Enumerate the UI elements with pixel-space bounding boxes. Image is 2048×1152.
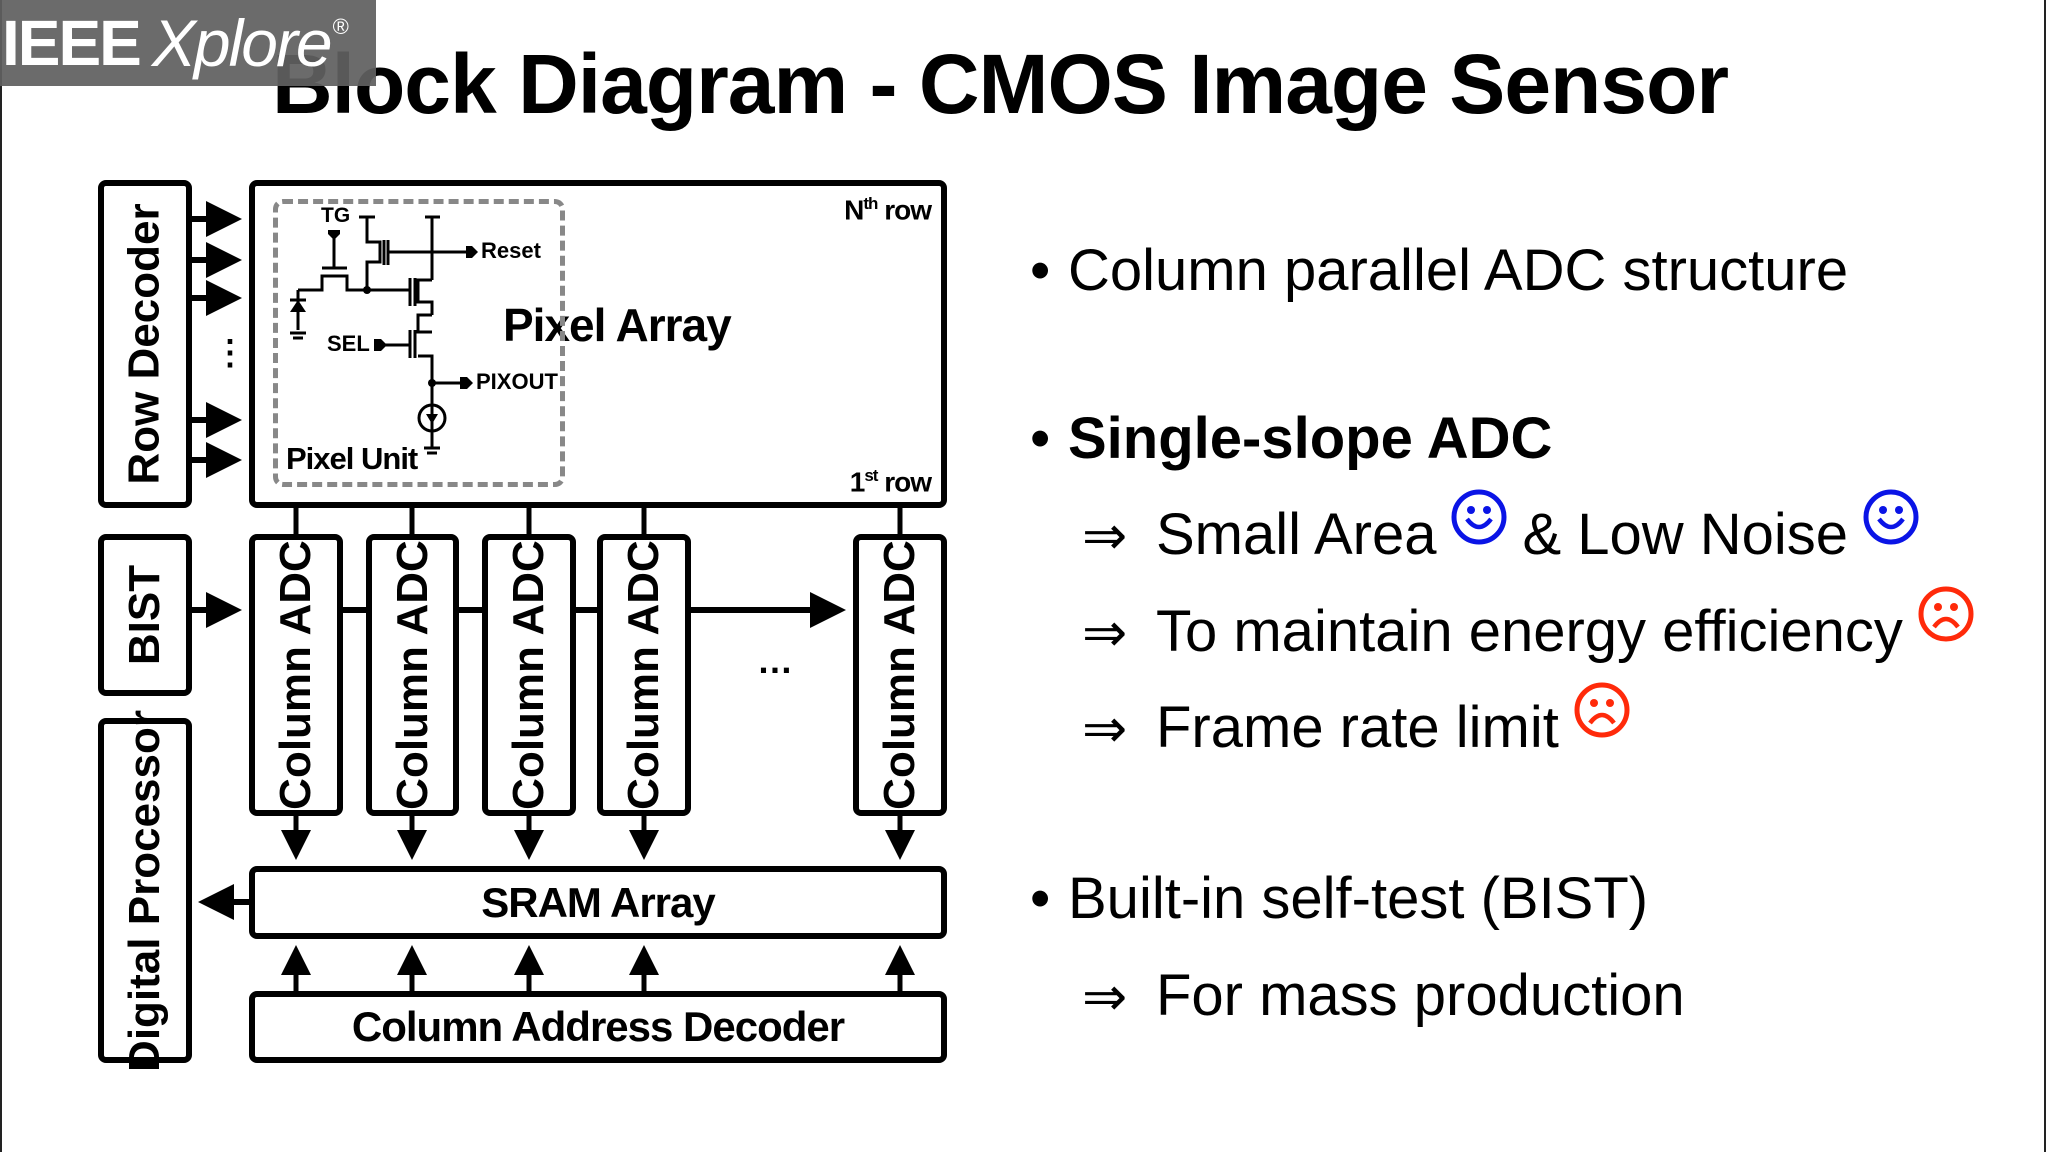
column-adc-label: Column ADC: [271, 540, 321, 810]
bullet-dot: •: [1030, 406, 1051, 471]
bullet-list: •Column parallel ADC structure •Single-s…: [1030, 0, 2040, 1152]
column-adc-label: Column ADC: [619, 540, 669, 810]
nth-row-label: Nth row: [844, 194, 932, 226]
bullet-dot: •: [1030, 238, 1051, 303]
implies-arrow-icon: ⇒: [1082, 967, 1128, 1027]
block-diagram: Row Decoder ⋮ Nth row 1st row Pixel Arra…: [0, 0, 1000, 1152]
ieee-xplore-logo: IEEE Xplore ®: [0, 0, 376, 86]
bullet-column-parallel: •Column parallel ADC structure: [1030, 236, 1848, 306]
logo-product: Xplore: [151, 6, 333, 80]
row-decoder-block: Row Decoder: [98, 180, 192, 508]
implies-arrow-icon: ⇒: [1082, 603, 1128, 663]
slide-border-left: [0, 0, 2, 1152]
row-decoder-label: Row Decoder: [120, 203, 170, 485]
column-address-decoder-block: Column Address Decoder: [249, 991, 947, 1063]
diagram-connectors: [191, 201, 915, 991]
implies-arrow-icon: ⇒: [1082, 506, 1128, 566]
column-adc-label: Column ADC: [387, 540, 437, 810]
first-row-label: 1st row: [849, 465, 932, 497]
reset-signal-label: Reset: [481, 238, 541, 263]
pixel-array-block: Nth row 1st row Pixel Array: [249, 180, 947, 508]
pixel-unit-schematic: [290, 215, 478, 455]
bullet-dot: •: [1030, 866, 1051, 931]
sram-array-label: SRAM Array: [481, 878, 716, 926]
frowny-icon: [1573, 681, 1631, 755]
tg-signal-label: TG: [321, 204, 351, 227]
slide-border-right: [2044, 0, 2046, 1152]
row-select-arrows: [191, 201, 242, 478]
bist-label: BIST: [120, 564, 170, 666]
digital-processor-label: Digital Processor: [120, 709, 169, 1072]
bullet-single-slope: •Single-slope ADC: [1030, 404, 1552, 474]
decoder-to-sram-arrows: [281, 945, 915, 991]
logo-brand: IEEE: [2, 7, 142, 79]
sub-bullet-frame-rate: ⇒Frame rate limit: [1082, 682, 1631, 769]
pixel-unit-boundary: [273, 199, 565, 487]
column-adc-n: Column ADC: [853, 534, 947, 816]
smiley-icon: [1862, 488, 1920, 562]
pixout-signal-label: PIXOUT: [476, 369, 558, 394]
logo-registered-mark: ®: [332, 14, 349, 39]
sub-bullet-energy-efficiency: ⇒To maintain energy efficiency: [1082, 586, 1975, 673]
bist-block: BIST: [98, 534, 192, 696]
column-adc-label: Column ADC: [875, 540, 925, 810]
bullet-bist: •Built-in self-test (BIST): [1030, 864, 1648, 934]
column-ellipsis: …: [757, 640, 793, 681]
digital-processor-block: Digital Processor: [98, 710, 192, 1071]
slide-title: Block Diagram - CMOS Image Sensor: [272, 37, 1729, 131]
implies-arrow-icon: ⇒: [1082, 699, 1128, 759]
smiley-icon: [1450, 488, 1508, 562]
sub-bullet-mass-production: ⇒For mass production: [1082, 961, 1685, 1032]
sub-bullet-small-area: ⇒Small Area & Low Noise: [1082, 489, 1920, 576]
sel-signal-label: SEL: [327, 331, 370, 356]
adc-to-sram-arrows: [281, 815, 915, 860]
sram-array-block: SRAM Array: [249, 866, 947, 939]
column-adc-4: Column ADC: [597, 534, 691, 816]
column-adc-2: Column ADC: [366, 534, 459, 816]
pixel-unit-label: Pixel Unit: [286, 441, 418, 476]
pixel-array-label: Pixel Array: [503, 299, 732, 351]
column-adc-1: Column ADC: [249, 534, 343, 816]
column-adc-3: Column ADC: [482, 534, 576, 816]
column-adc-label: Column ADC: [504, 540, 554, 810]
column-address-decoder-label: Column Address Decoder: [351, 1003, 845, 1050]
pixout-lines: [293, 507, 903, 534]
row-ellipsis: ⋮: [213, 334, 247, 372]
frowny-icon: [1917, 585, 1975, 659]
